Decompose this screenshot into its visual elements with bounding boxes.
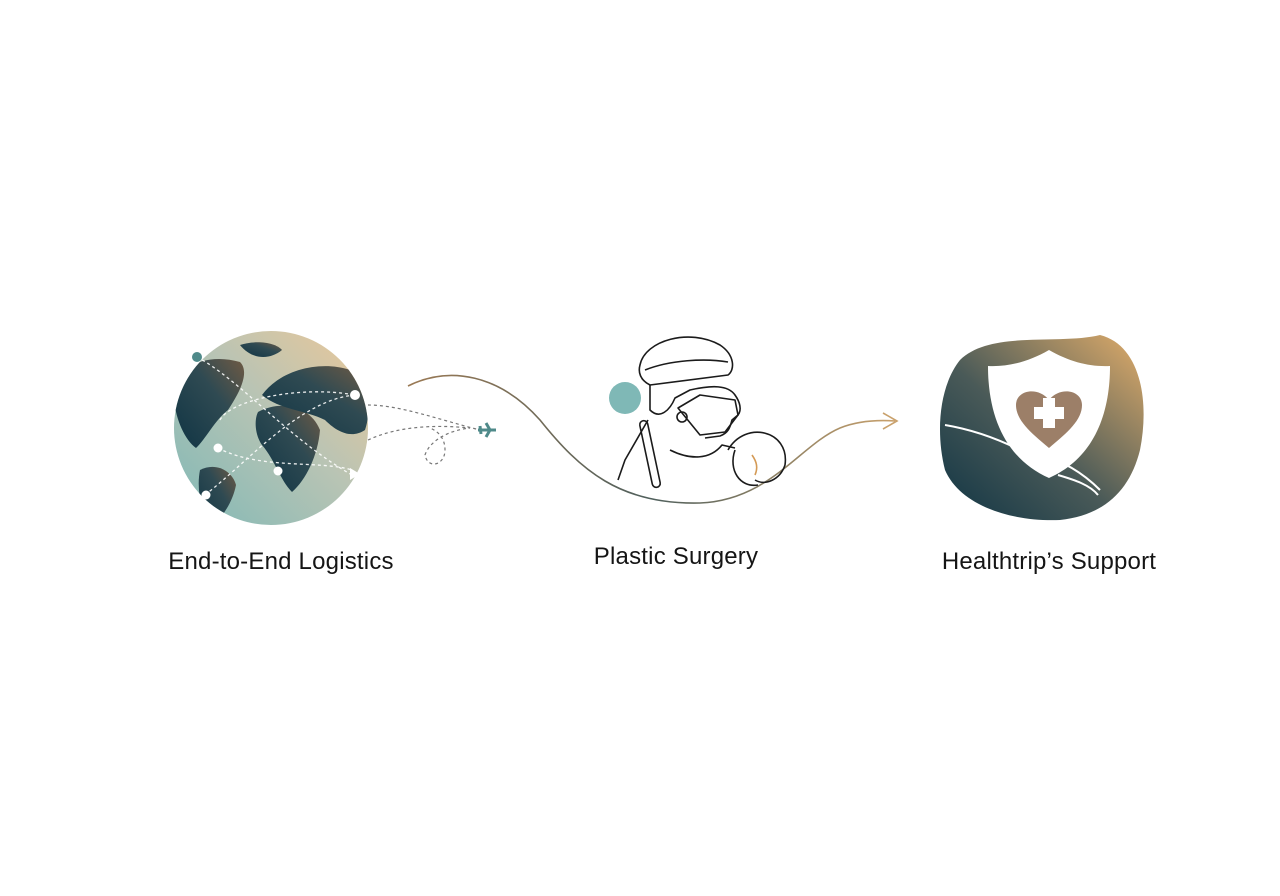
arrowhead-icon xyxy=(882,412,899,430)
connector-curve xyxy=(407,374,896,504)
step-label-logistics: End-to-End Logistics xyxy=(168,548,394,575)
globe-icon xyxy=(174,331,368,525)
surgeon-icon xyxy=(609,336,786,489)
airplane-icon xyxy=(478,422,496,438)
hand-shield-heart-icon xyxy=(940,335,1144,521)
step-label-plastic-surgery: Plastic Surgery xyxy=(593,543,759,570)
flight-path xyxy=(367,404,481,465)
step-label-healthtrip-support: Healthtrip’s Support xyxy=(941,548,1157,575)
